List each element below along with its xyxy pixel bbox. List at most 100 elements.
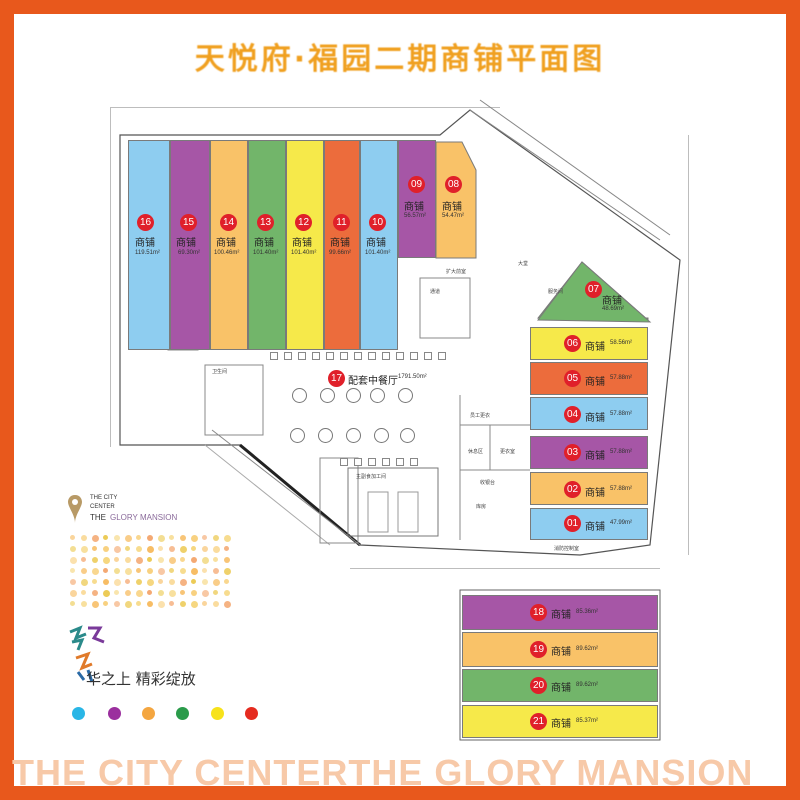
restaurant-number: 17 [328, 370, 345, 387]
dimension-line-right [688, 135, 689, 555]
shop-05[interactable] [530, 362, 648, 395]
shop-10-label: 商铺 [366, 238, 386, 249]
shop-15[interactable] [170, 140, 210, 350]
booth-seat [298, 352, 306, 360]
decorative-dot [125, 590, 131, 596]
decorative-dot [147, 535, 153, 541]
decorative-dot [169, 579, 175, 585]
dimension-line-left [110, 107, 111, 447]
decorative-dot [169, 557, 176, 564]
decorative-dot [81, 546, 88, 553]
calligraphy-logo [69, 625, 105, 683]
shop-16[interactable] [128, 140, 170, 350]
shop-11-area: 99.66m² [329, 250, 352, 256]
shop-08-area: 54.47m² [442, 213, 465, 219]
shop-13[interactable] [248, 140, 286, 350]
dining-table [398, 388, 413, 403]
booth-seat [312, 352, 320, 360]
booth-seat [396, 352, 404, 360]
shop-18-number: 18 [530, 604, 547, 621]
decorative-dot [81, 568, 87, 574]
brand-line-3b: GLORY MANSION [110, 513, 178, 522]
decorative-dot-grid [70, 535, 240, 615]
location-pin-icon [68, 495, 82, 523]
shop-06[interactable] [530, 327, 648, 360]
shop-20[interactable] [462, 669, 658, 702]
decorative-dot [92, 546, 97, 551]
decorative-dot [169, 568, 174, 573]
shop-01-area: 47.99m² [610, 520, 633, 526]
shop-01-number: 01 [564, 515, 581, 532]
shop-14[interactable] [210, 140, 248, 350]
decorative-dot [114, 590, 119, 595]
shop-10[interactable] [360, 140, 398, 350]
restaurant-label: 配套中餐厅 [348, 376, 398, 387]
decorative-dot [114, 546, 121, 553]
decorative-dot [103, 579, 109, 585]
decorative-dot [180, 535, 186, 541]
shop-07-label: 商铺 [602, 296, 622, 307]
room-cashier: 收银台 [480, 480, 496, 486]
decorative-dot [213, 557, 218, 562]
decorative-dot [191, 601, 198, 608]
legend-dot-purple [108, 707, 121, 720]
decorative-dot [169, 546, 175, 552]
dining-table [374, 428, 389, 443]
decorative-dot [125, 557, 131, 563]
decorative-dot [180, 568, 186, 574]
room-storage: 库房 [476, 504, 487, 510]
dimension-line-bottom [350, 568, 660, 569]
decorative-dot [158, 557, 164, 563]
decorative-dot [81, 557, 86, 562]
decorative-dot [147, 579, 154, 586]
shop-18[interactable] [462, 595, 658, 630]
decorative-dot [70, 579, 76, 585]
shop-02-area: 57.88m² [610, 486, 633, 492]
decorative-dot [136, 579, 142, 585]
shop-07-area: 48.69m² [602, 306, 625, 312]
booth-seat [382, 458, 390, 466]
shop-05-label: 商铺 [585, 377, 605, 388]
booth-seat [354, 458, 362, 466]
decorative-dot [114, 557, 119, 562]
decorative-dot [191, 568, 198, 575]
shop-11[interactable] [324, 140, 360, 350]
shop-12[interactable] [286, 140, 324, 350]
decorative-dot [158, 601, 165, 608]
shop-02[interactable] [530, 472, 648, 505]
decorative-dot [224, 579, 229, 584]
legend-dot-green [176, 707, 189, 720]
decorative-dot [169, 590, 176, 597]
decorative-dot [103, 601, 108, 606]
room-toilet: 卫生间 [212, 369, 228, 375]
decorative-dot [92, 535, 99, 542]
room-staff: 员工更衣 [470, 413, 491, 419]
decorative-dot [92, 601, 99, 608]
booth-seat [326, 352, 334, 360]
decorative-dot [213, 579, 220, 586]
shop-15-number: 15 [180, 214, 197, 231]
room-corridor: 通道 [430, 289, 441, 295]
shop-18-label: 商铺 [551, 610, 571, 621]
shop-14-area: 100.46m² [214, 250, 240, 256]
shop-19[interactable] [462, 632, 658, 667]
shop-10-number: 10 [369, 214, 386, 231]
shop-07-number: 07 [585, 281, 602, 298]
decorative-dot [213, 590, 218, 595]
decorative-dot [114, 535, 120, 541]
shop-03[interactable] [530, 436, 648, 469]
booth-seat [368, 352, 376, 360]
shop-21-area: 85.37m² [576, 718, 599, 724]
decorative-dot [81, 579, 88, 586]
decorative-dot [158, 590, 164, 596]
watermark: THE CITY CENTERTHE GLORY MANSION [12, 752, 754, 793]
shop-04[interactable] [530, 397, 648, 430]
decorative-dot [180, 590, 185, 595]
booth-seat [410, 352, 418, 360]
decorative-dot [147, 601, 153, 607]
shop-01[interactable] [530, 508, 648, 540]
shop-21[interactable] [462, 705, 658, 738]
brand-line-2: CENTER [90, 504, 115, 510]
decorative-dot [191, 535, 198, 542]
decorative-dot [103, 557, 110, 564]
